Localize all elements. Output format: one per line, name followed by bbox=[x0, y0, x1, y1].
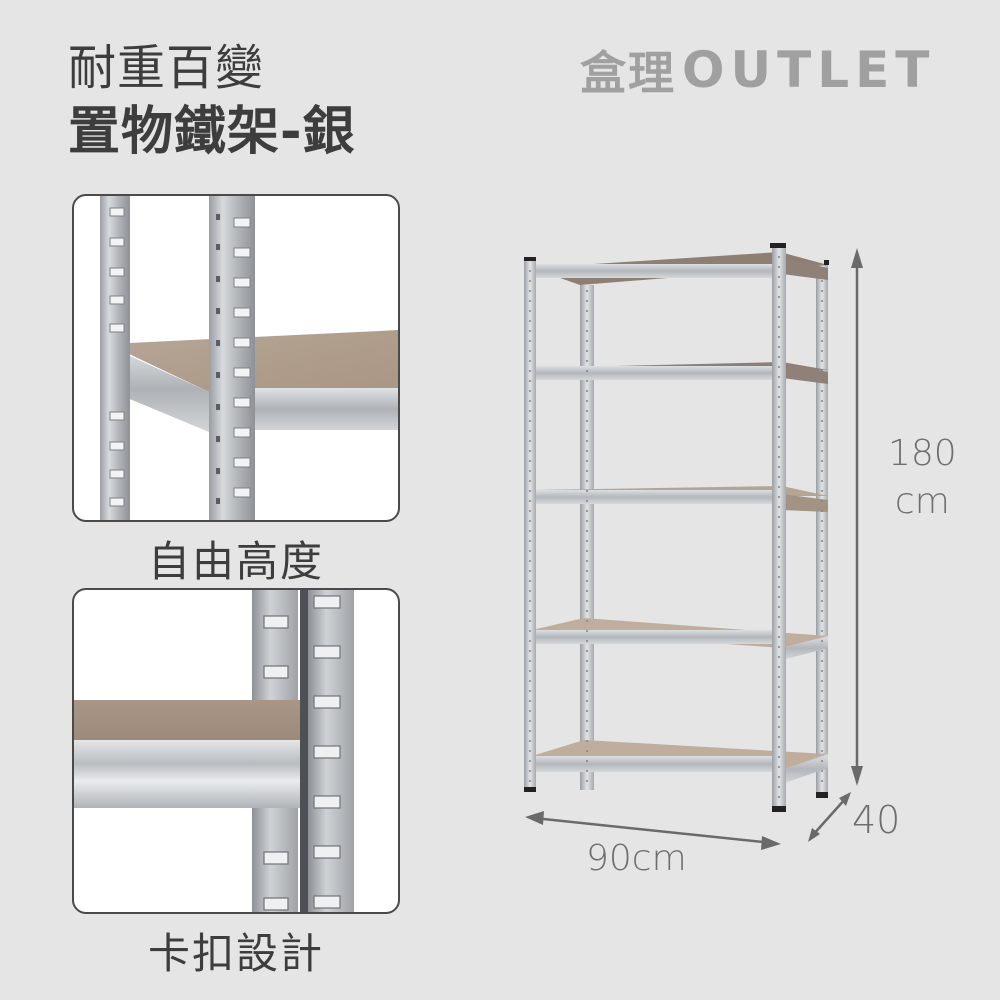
feature-image-adjustable-height bbox=[72, 194, 400, 522]
height-value: 180 bbox=[888, 433, 957, 474]
brand-logo: 盒理 OUTLET bbox=[580, 40, 935, 100]
clip-closeup-illustration bbox=[74, 590, 354, 912]
page-title-line-2: 置物鐵架-銀 bbox=[68, 102, 356, 162]
product-image-shelf bbox=[510, 240, 910, 840]
steel-shelf-illustration bbox=[524, 243, 829, 812]
height-dimension-label: 180 cm bbox=[888, 430, 957, 526]
page-title-line-1: 耐重百變 bbox=[68, 40, 265, 96]
depth-dimension-label: 40 bbox=[852, 798, 901, 842]
upright-closeup-illustration bbox=[100, 196, 398, 520]
width-dimension-label: 90cm bbox=[586, 838, 687, 879]
brand-logo-latin: OUTLET bbox=[682, 41, 936, 99]
brand-logo-cjk: 盒理 bbox=[580, 46, 676, 100]
feature-caption-adjustable-height: 自由高度 bbox=[147, 537, 324, 586]
feature-image-clip-design bbox=[72, 588, 400, 914]
feature-caption-clip-design: 卡扣設計 bbox=[147, 929, 324, 978]
height-unit: cm bbox=[894, 481, 950, 522]
